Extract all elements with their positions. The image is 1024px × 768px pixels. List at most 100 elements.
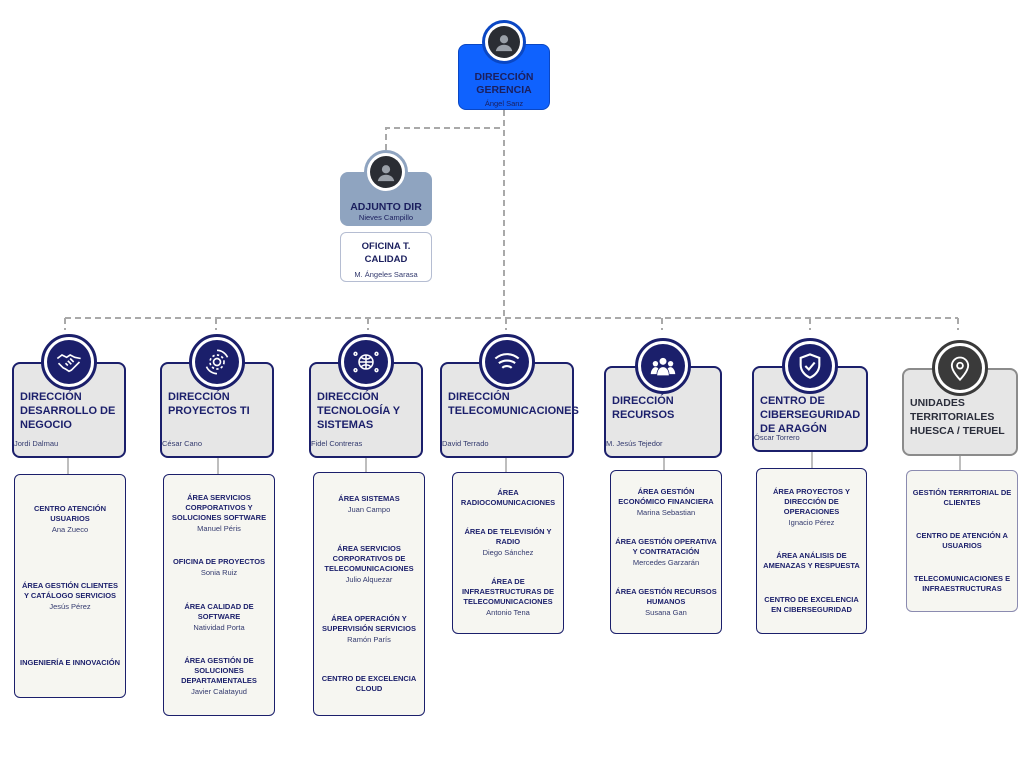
direction-lead-name: Jordi Dalmau (14, 439, 59, 448)
direction-lead-name: M. Jesús Tejedor (606, 439, 663, 448)
direction-lead-name: David Terrado (442, 439, 489, 448)
sub-area-item: CENTRO DE EXCELENCIA CLOUD (318, 674, 420, 694)
sub-area-lead-name: Manuel Péris (197, 523, 241, 533)
sub-area-title: CENTRO ATENCIÓN USUARIOS (33, 504, 107, 523)
direction-title: DIRECCIÓN DESARROLLO DE NEGOCIO (20, 391, 116, 431)
gear-cycle-icon (189, 334, 245, 390)
top-director-title: DIRECCIÓN GERENCIA (474, 71, 534, 96)
sub-areas-box: GESTIÓN TERRITORIAL DE CLIENTES CENTRO DE… (906, 470, 1018, 612)
direction-title: CENTRO DE CIBERSEGURIDAD DE ARAGÓN (760, 395, 861, 435)
sub-area-lead-name: Mercedes Garzarán (632, 557, 700, 567)
sub-area-item: ÁREA DE INFRAESTRUCTURAS DE TELECOMUNICA… (457, 577, 559, 618)
direction-lead-name: Óscar Torrero (754, 433, 800, 442)
sub-area-title: ÁREA GESTIÓN OPERATIVA Y CONTRATACIÓN (615, 536, 717, 556)
sub-area-title: ÁREA GESTIÓN ECONÓMICO FINANCIERA (618, 486, 714, 506)
wifi-icon (479, 334, 535, 390)
adjunto-node: ADJUNTO DIR Nieves Campillo (340, 146, 432, 228)
sub-area-title: CENTRO DE EXCELENCIA CLOUD (321, 674, 417, 694)
sub-area-title: ÁREA RADIOCOMUNICACIONES (460, 488, 556, 508)
sub-area-item: ÁREA SERVICIOS CORPORATIVOS DE TELECOMUN… (318, 544, 420, 585)
user-avatar-icon (482, 20, 526, 64)
sub-area-item: INGENIERÍA E INNOVACIÓN (19, 658, 121, 668)
sub-area-item: ÁREA PROYECTOS Y DIRECCIÓN DE OPERACIONE… (761, 487, 862, 528)
direction-title: DIRECCIÓN RECURSOS (612, 395, 675, 421)
sub-areas-box: ÁREA SERVICIOS CORPORATIVOS Y SOLUCIONES… (163, 474, 275, 716)
sub-area-title: ÁREA SERVICIOS CORPORATIVOS Y SOLUCIONES… (171, 492, 267, 522)
handshake-icon (41, 334, 97, 390)
sub-area-lead-name: Juan Campo (347, 504, 391, 514)
sub-area-item: TELECOMUNICACIONES E INFRAESTRUCTURAS (911, 574, 1013, 594)
sub-area-item: CENTRO DE ATENCIÓN A USUARIOS (911, 531, 1013, 551)
direction-lead-name: César Cano (162, 439, 203, 448)
sub-area-lead-name: Sonia Ruiz (200, 568, 238, 578)
direction-lead-name: Fidel Contreras (311, 439, 363, 448)
sub-area-title: GESTIÓN TERRITORIAL DE CLIENTES (912, 488, 1012, 508)
adjunto-title: ADJUNTO DIR (350, 201, 422, 213)
sub-area-lead-name: Susana Gan (645, 607, 687, 617)
sub-area-title: ÁREA OPERACIÓN Y SUPERVISIÓN SERVICIOS (322, 614, 416, 634)
sub-area-item: GESTIÓN TERRITORIAL DE CLIENTES (911, 488, 1013, 508)
sub-area-lead-name: Antonio Tena (486, 607, 530, 617)
sub-area-lead-name: Jesús Pérez (49, 602, 91, 611)
sub-area-item: ÁREA RADIOCOMUNICACIONES (457, 488, 559, 508)
sub-area-lead-name: Julio Alquezar (345, 574, 393, 584)
adjunto-name: Nieves Campillo (358, 213, 414, 222)
sub-area-title: ÁREA GESTIÓN RECURSOS HUMANOS (615, 586, 717, 606)
direction-title: UNIDADES TERRITORIALES HUESCA / TERUEL (910, 397, 1005, 437)
sub-area-title: TELECOMUNICACIONES E INFRAESTRUCTURAS (913, 573, 1011, 593)
user-avatar-icon (364, 150, 408, 194)
sub-area-item: ÁREA SERVICIOS CORPORATIVOS Y SOLUCIONES… (168, 493, 270, 534)
team-icon (635, 338, 691, 394)
direction-title: DIRECCIÓN TELECOMUNICACIONES (448, 391, 579, 417)
oficina-title: OFICINA T. CALIDAD (361, 241, 411, 265)
sub-area-lead-name: Marina Sebastian (636, 507, 696, 517)
sub-area-lead-name: Ignacio Pérez (788, 517, 835, 527)
sub-area-title: CENTRO DE EXCELENCIA EN CIBERSEGURIDAD (764, 595, 859, 615)
sub-areas-box: ÁREA PROYECTOS Y DIRECCIÓN DE OPERACIONE… (756, 468, 867, 634)
sub-area-item: CENTRO DE EXCELENCIA EN CIBERSEGURIDAD (761, 595, 862, 615)
sub-area-title: ÁREA PROYECTOS Y DIRECCIÓN DE OPERACIONE… (773, 486, 850, 516)
sub-area-item: CENTRO ATENCIÓN USUARIOS Ana Zueco (19, 504, 121, 535)
sub-area-title: ÁREA SERVICIOS CORPORATIVOS DE TELECOMUN… (324, 543, 414, 573)
top-director-node: DIRECCIÓN GERENCIA Ángel Sanz (458, 20, 550, 112)
sub-area-title: ÁREA DE INFRAESTRUCTURAS DE TELECOMUNICA… (461, 576, 555, 606)
sub-area-lead-name: Ramón París (347, 635, 391, 645)
sub-area-item: ÁREA GESTIÓN CLIENTES Y CATÁLOGO SERVICI… (19, 581, 121, 612)
sub-area-title: ÁREA SISTEMAS (338, 493, 400, 503)
sub-area-lead-name: Ana Zueco (51, 525, 89, 534)
oficina-calidad-node: OFICINA T. CALIDAD M. Ángeles Sarasa (340, 232, 432, 282)
oficina-name: M. Ángeles Sarasa (354, 270, 418, 279)
globe-network-icon (338, 334, 394, 390)
sub-area-item: ÁREA ANÁLISIS DE AMENAZAS Y RESPUESTA (761, 551, 862, 571)
sub-area-title: INGENIERÍA E INNOVACIÓN (19, 658, 120, 667)
sub-area-title: ÁREA DE TELEVISIÓN Y RADIO (464, 526, 552, 546)
sub-area-title: ÁREA GESTIÓN DE SOLUCIONES DEPARTAMENTAL… (181, 656, 257, 686)
direction-title: DIRECCIÓN PROYECTOS TI (168, 391, 250, 417)
sub-area-lead-name: Diego Sánchez (482, 547, 534, 557)
sub-areas-box: ÁREA RADIOCOMUNICACIONES ÁREA DE TELEVISI… (452, 472, 564, 634)
sub-area-lead-name: Javier Calatayud (191, 687, 247, 697)
sub-area-title: ÁREA ANÁLISIS DE AMENAZAS Y RESPUESTA (763, 551, 860, 571)
shield-check-icon (782, 338, 838, 394)
direction-title: DIRECCIÓN TECNOLOGÍA Y SISTEMAS (317, 391, 400, 431)
sub-area-lead-name: Natividad Porta (193, 622, 245, 632)
sub-area-item: ÁREA GESTIÓN DE SOLUCIONES DEPARTAMENTAL… (168, 656, 270, 697)
sub-area-title: ÁREA GESTIÓN CLIENTES Y CATÁLOGO SERVICI… (22, 581, 118, 600)
top-director-name: Ángel Sanz (484, 99, 524, 108)
sub-area-title: ÁREA CALIDAD DE SOFTWARE (184, 601, 254, 621)
location-pin-icon (932, 340, 988, 396)
sub-area-title: CENTRO DE ATENCIÓN A USUARIOS (916, 530, 1008, 550)
